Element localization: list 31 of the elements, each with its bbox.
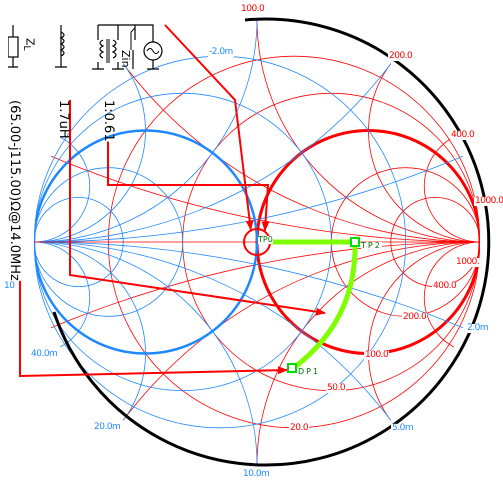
scale-label: 20.0m [93,423,122,432]
scale-label: 100.0 [240,5,266,14]
scale-label: 1000.0 [474,197,503,206]
scale-label: 10 [3,282,16,291]
arrow [19,280,288,378]
point-label: TP2 [361,242,382,250]
target-circle [243,228,271,256]
scale-label: 400.0 [432,282,458,291]
scale-label: 100.0 [364,351,390,360]
scale-label: 200.0 [402,313,428,322]
scale-label: 400.0 [450,131,476,140]
trace-line [294,246,358,368]
scale-label: 200.0 [388,52,414,61]
annotation-text: 1.7uH [57,100,70,139]
scale-label: 50.0 [326,384,346,393]
arrow [164,24,254,230]
scale-label: 40.0m [30,350,58,359]
trace-line [271,240,352,244]
scale-label: -2.0m [208,48,234,57]
scale-label: 1000. [455,258,480,267]
annotation-text: 1:0.61 [102,100,115,142]
point-label: DP1 [298,368,320,376]
scale-label: 10.0m [242,470,270,479]
scale-label: 5.0m [391,424,414,433]
annotation-text: (65.00-j115.00)Ω@14.0MHz [8,100,21,281]
point-label: TP0 [258,236,273,244]
scale-label: 20.0 [289,424,310,433]
arrow [69,100,326,316]
arrow [107,142,270,232]
scale-label: 2.0m [466,324,490,333]
component-label: Zin [120,50,131,68]
